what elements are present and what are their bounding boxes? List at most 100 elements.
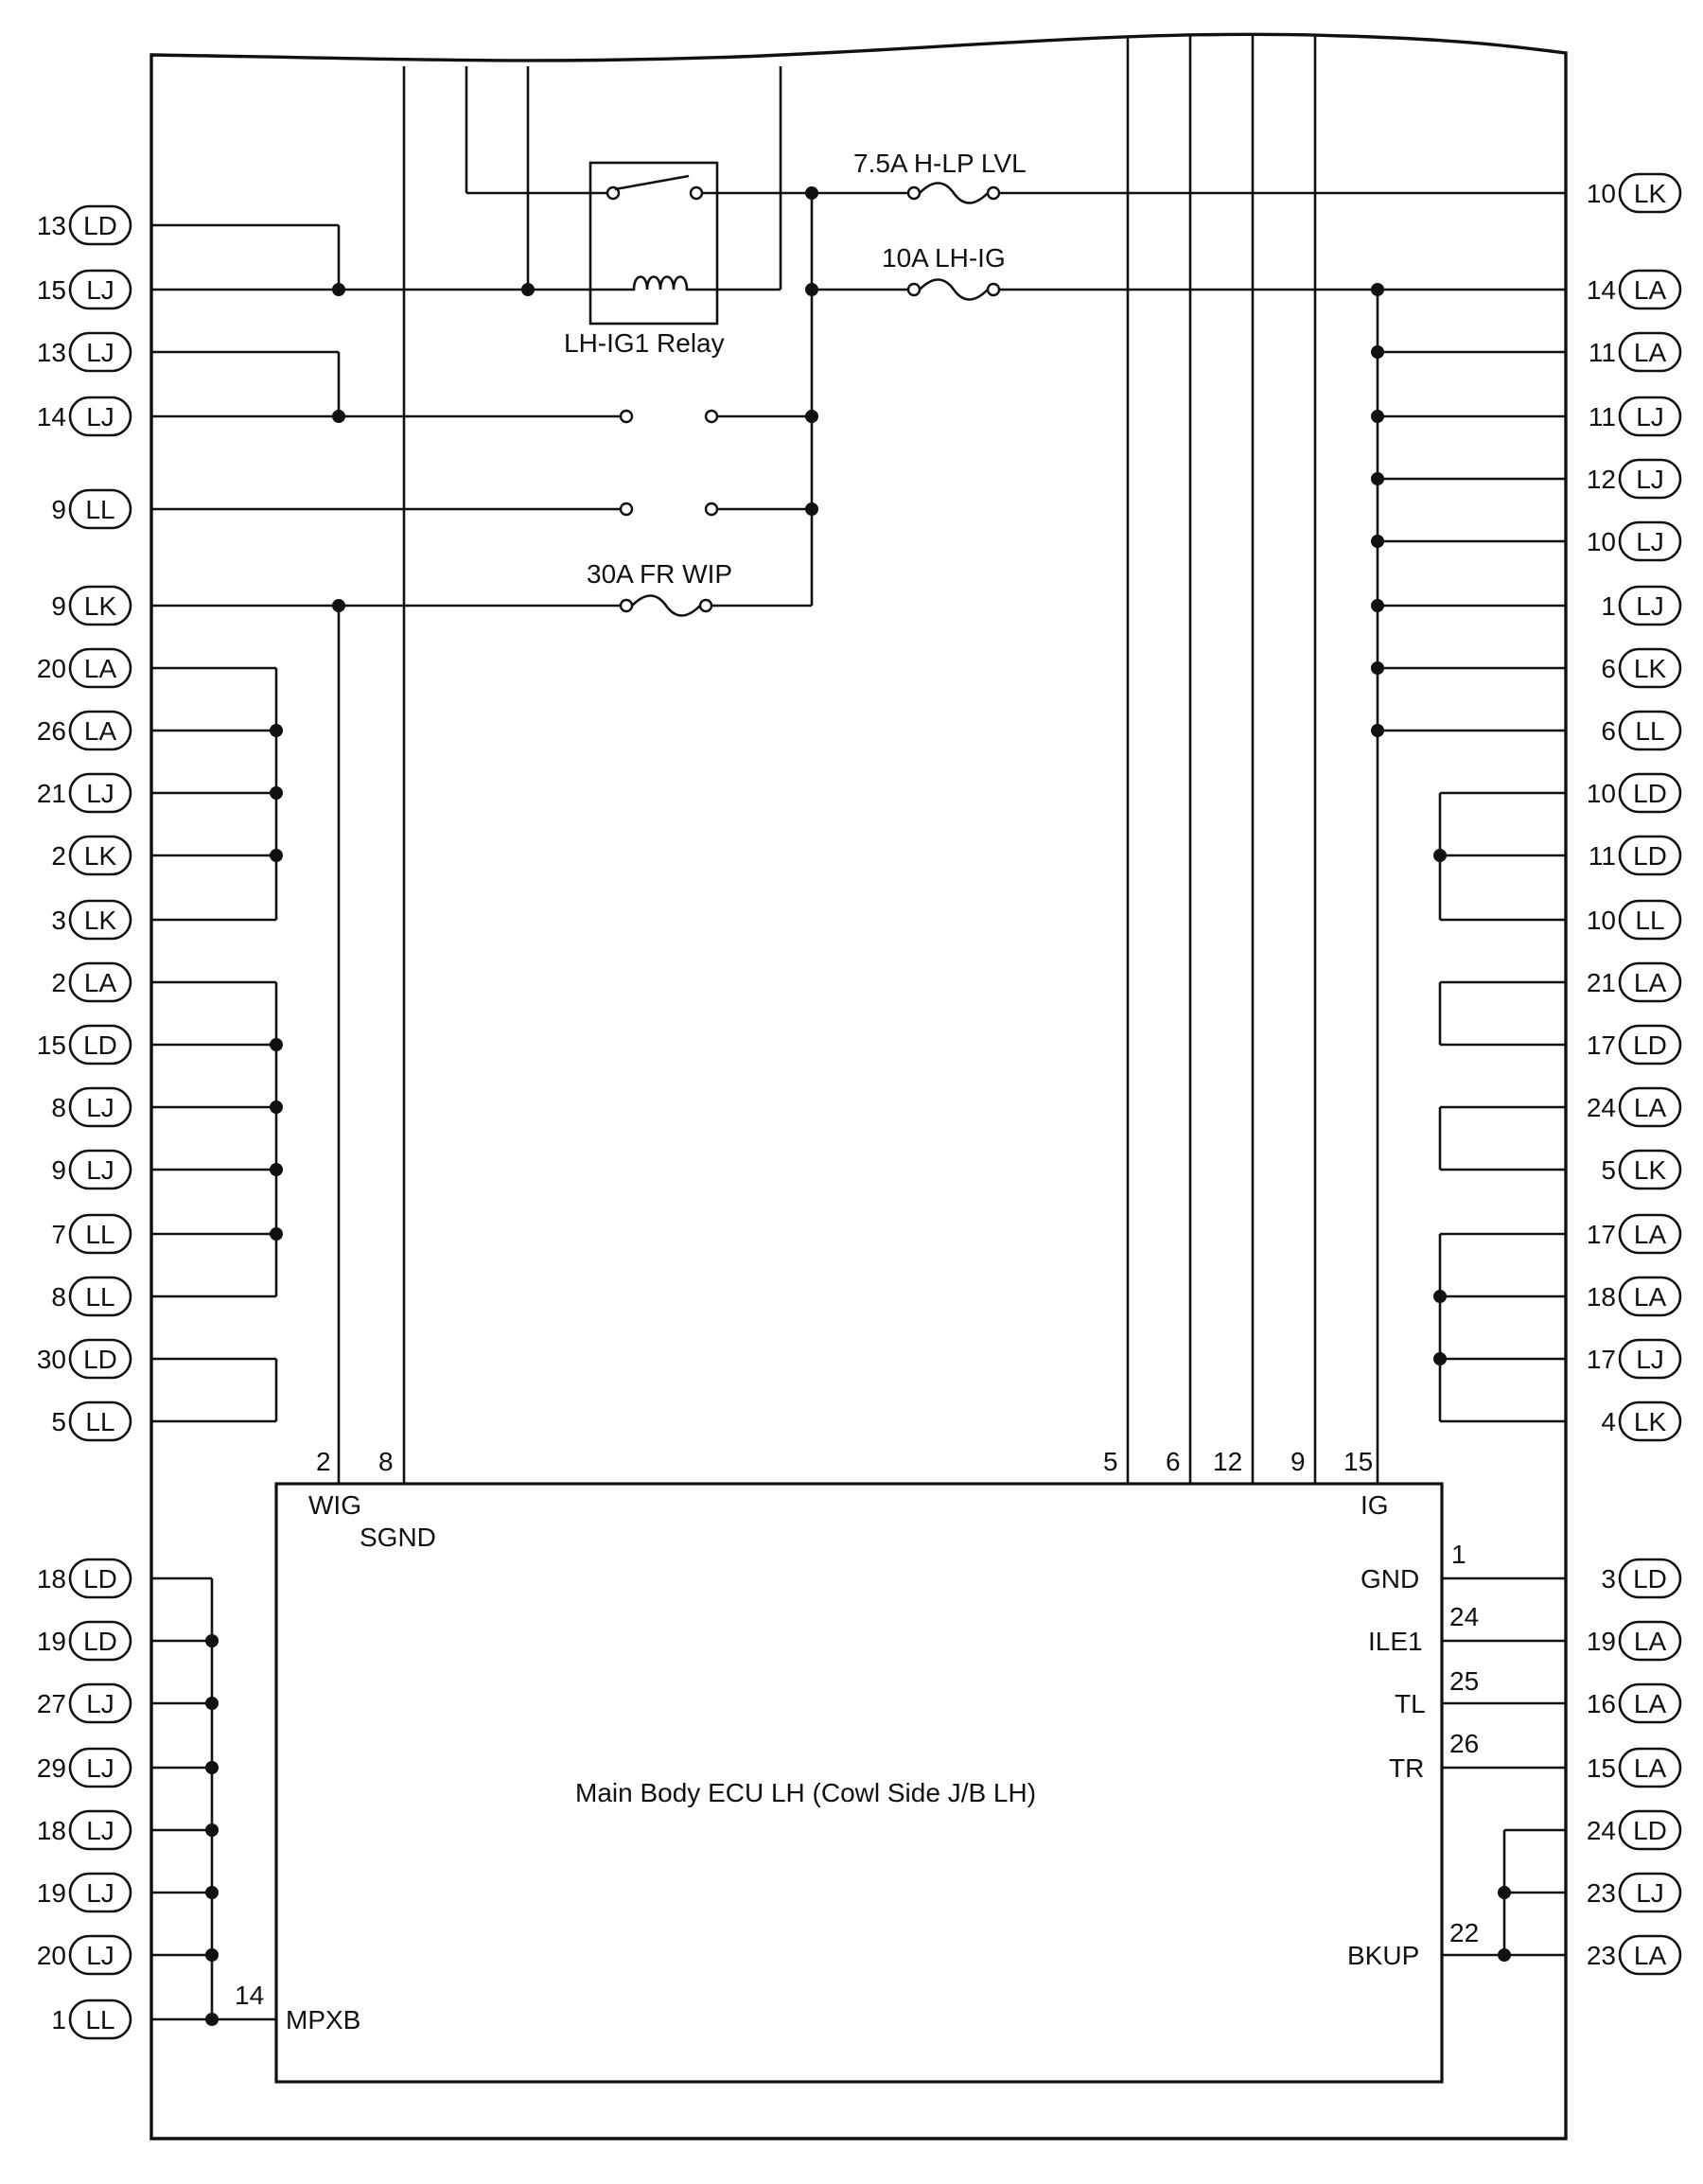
connector-pill-icon [68,1213,132,1255]
relay-label: LH-IG1 Relay [564,328,725,358]
connector-pill-icon [68,1558,132,1599]
connector-pin: 15 [1587,1753,1616,1783]
connector-pin: 18 [37,1564,66,1594]
connector-code: LL [85,2005,114,2034]
connector-pin: 19 [1587,1627,1616,1656]
right-connector: 17 LJ [1587,1338,1682,1380]
ecu-pin-5: 5 [1103,1447,1118,1476]
connector-code: LJ [86,402,114,432]
connector-pill-icon [68,710,132,751]
connector-pill-icon [68,1620,132,1662]
terminal-ig: IG [1361,1490,1389,1520]
ecu-pin-12: 12 [1213,1447,1242,1476]
connector-code: LJ [86,1093,114,1122]
connector-code: LL [1635,906,1664,935]
connector-pin: 30 [37,1345,66,1374]
connector-pill-icon [1618,1682,1682,1724]
connector-code: LL [85,1220,114,1249]
fuse-label: 30A FR WIP [587,559,732,589]
connector-code: LA [1634,338,1667,367]
connector-code: LJ [86,1155,114,1185]
connector-code: LJ [1636,591,1664,621]
connector-code: LL [1635,716,1664,746]
connector-code: LJ [1636,1345,1664,1374]
fuse-label: 7.5A H-LP LVL [853,149,1027,178]
connector-code: LJ [86,1753,114,1783]
terminal-gnd: GND [1361,1564,1419,1594]
connector-code: LJ [86,1816,114,1845]
connector-pill-icon [68,1934,132,1976]
connector-pin: 13 [37,211,66,240]
connector-code: LD [83,1564,117,1594]
connector-code: LJ [86,275,114,305]
ecu-pin-sgnd: 8 [378,1447,394,1476]
connector-pill-icon [1618,331,1682,373]
ecu-pin-wig: 2 [316,1447,331,1476]
connector-pin: 24 [1587,1816,1616,1845]
connector-pin: 9 [51,495,66,524]
connector-pin: 18 [37,1816,66,1845]
connector-pin: 20 [37,1941,66,1970]
connector-pin: 15 [37,1030,66,1060]
ecu-name: Main Body ECU LH (Cowl Side J/B LH) [575,1778,1036,1807]
connector-pill-icon [68,204,132,246]
right-connector: 6 LL [1601,710,1682,751]
ecu-pin-6: 6 [1166,1447,1181,1476]
connector-pill-icon [68,899,132,941]
connector-pill-icon [1618,1747,1682,1788]
ecu-pin-tr: 26 [1449,1729,1479,1758]
terminal-sgnd: SGND [360,1523,436,1552]
connector-pill-icon [1618,269,1682,310]
connector-pill-icon [1618,585,1682,626]
connector-pill-icon [1618,961,1682,1003]
junction-dots [205,186,1511,2026]
connector-pill-icon [1618,647,1682,689]
connector-pin: 27 [37,1689,66,1718]
ecu-pin-gnd: 1 [1451,1540,1466,1569]
connector-pin: 19 [37,1878,66,1908]
connector-pill-icon [68,269,132,310]
connector-pill-icon [68,647,132,689]
connector-pill-icon [68,1024,132,1066]
connector-pill-icon [1618,899,1682,941]
left-connector: 20 LJ [37,1934,132,1976]
connector-pin: 11 [1589,338,1616,367]
connector-pin: 14 [37,402,66,432]
connector-pill-icon [1618,1213,1682,1255]
connector-code: LL [85,495,114,524]
connector-pin: 17 [1587,1345,1616,1374]
connector-code: LK [1634,1407,1667,1436]
terminal-bkup: BKUP [1347,1941,1419,1970]
connector-code: LA [1634,1941,1667,1970]
connector-pill-icon [68,1809,132,1851]
connector-pin: 19 [37,1627,66,1656]
left-connector: 9 LL [51,488,132,530]
connector-pin: 6 [1601,716,1616,746]
connector-pill-icon [68,1338,132,1380]
connector-code: LJ [86,1941,114,1970]
connector-pin: 5 [1601,1155,1616,1185]
connector-pill-icon [68,835,132,876]
ecu-pin-tl: 25 [1449,1666,1479,1696]
connector-pill-icon [1618,1558,1682,1599]
